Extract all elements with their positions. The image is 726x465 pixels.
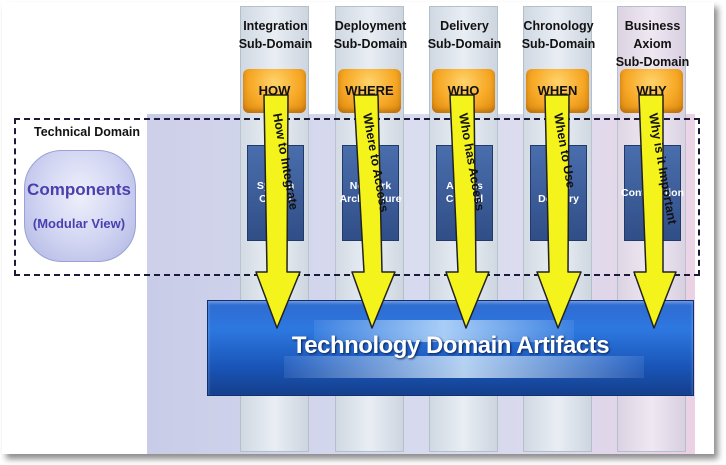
column-title-line2: Sub-Domain bbox=[521, 37, 596, 51]
arrow-why: Why is it Important bbox=[633, 94, 680, 329]
column-title: Business Axiom Sub-Domain bbox=[612, 17, 693, 71]
column-title: Integration Sub-Domain bbox=[235, 17, 316, 53]
components-title: Components bbox=[27, 180, 131, 199]
arrow-when: When to Use bbox=[536, 94, 582, 329]
column-title-line1: Deployment bbox=[334, 19, 407, 33]
arrow-who: Who has Access bbox=[445, 94, 490, 329]
arrows-layer: How to Integrate Where to Access Who has… bbox=[255, 94, 680, 329]
arrow-where: Where to Access bbox=[351, 94, 396, 329]
column-title-line1: Delivery bbox=[440, 19, 489, 33]
column-title: Delivery Sub-Domain bbox=[424, 17, 505, 53]
diagram-frame: Integration Sub-Domain HOW System Object… bbox=[2, 2, 714, 454]
column-title-line2: Sub-Domain bbox=[427, 37, 502, 51]
column-title: Deployment Sub-Domain bbox=[330, 17, 411, 53]
background-panel bbox=[147, 114, 695, 454]
column-title-line1: Chronology bbox=[523, 19, 594, 33]
question-label-when: WHEN bbox=[537, 83, 578, 98]
column-title-line1: Integration bbox=[243, 19, 308, 33]
question-label-how: HOW bbox=[258, 83, 291, 98]
column-title-line2: Sub-Domain bbox=[238, 37, 313, 51]
artifacts-highlight-top bbox=[314, 320, 574, 342]
arrow-how: How to Integrate bbox=[255, 94, 301, 329]
technical-domain-label: Technical Domain bbox=[34, 125, 141, 139]
question-label-who: WHO bbox=[447, 83, 480, 98]
artifacts-bar bbox=[207, 300, 694, 396]
components-bubble bbox=[24, 150, 136, 262]
components-subtitle: (Modular View) bbox=[32, 216, 126, 231]
question-label-where: WHERE bbox=[345, 83, 394, 98]
column-title-line2: Sub-Domain bbox=[615, 55, 690, 69]
column-title: Chronology Sub-Domain bbox=[518, 17, 599, 53]
column-title-line2: Sub-Domain bbox=[333, 37, 408, 51]
column-title-line1: Business Axiom bbox=[624, 19, 681, 51]
artifacts-highlight-bottom bbox=[284, 356, 644, 378]
artifacts-label: Technology Domain Artifacts bbox=[291, 332, 610, 359]
question-label-why: WHY bbox=[636, 83, 667, 98]
